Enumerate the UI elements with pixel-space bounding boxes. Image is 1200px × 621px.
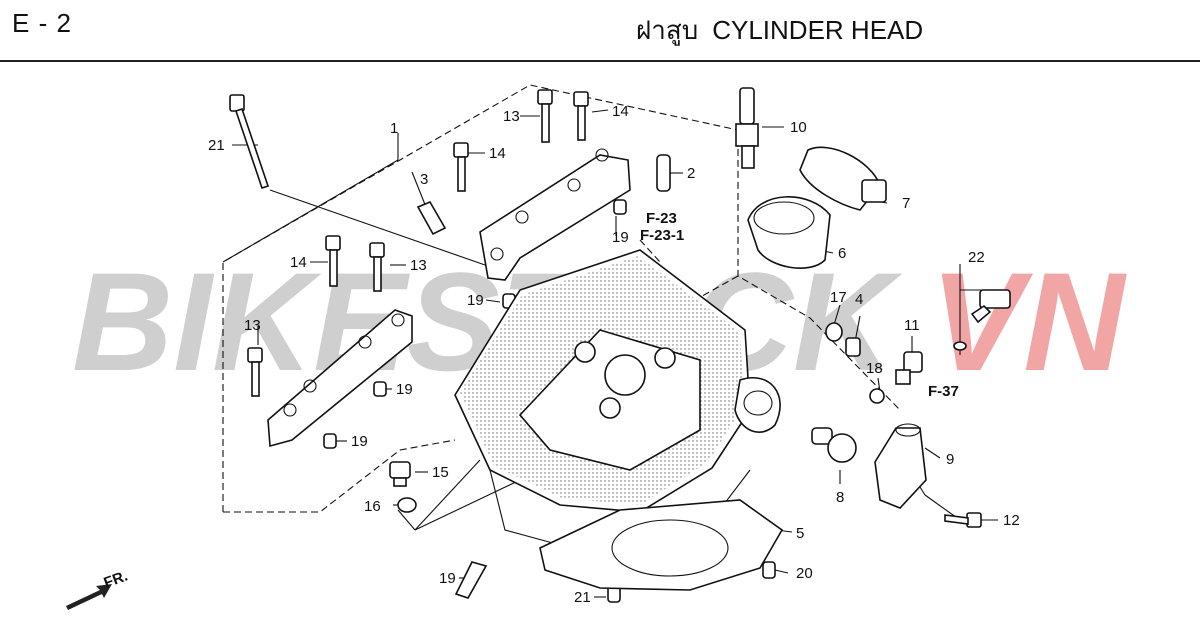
callout-13-c: 13 [244,317,261,334]
callout-14-b: 14 [489,145,506,162]
spark-plug [735,87,759,169]
sealing-plug-4 [845,337,861,357]
head-gasket [539,499,784,591]
insulator-band [799,146,887,211]
bolt-13-top [537,89,553,143]
watermark-right: VN [930,243,1127,400]
callout-8: 8 [836,489,844,506]
dowel-pin-19-a [613,199,627,215]
assembly-outline-lower [223,439,456,513]
callout-22: 21 [208,137,225,154]
washer-16 [397,497,417,513]
bolt-22 [229,94,270,190]
callout-6: 6 [838,245,846,262]
callout-23: 22 [968,249,985,266]
dowel-pin-21-b [762,561,776,579]
stud-20 [454,561,488,599]
front-direction-arrow-icon [66,584,112,610]
callout-13-b: 13 [410,257,427,274]
valve-guide-2 [656,154,671,192]
dowel-pin-19-c [373,381,387,397]
camshaft-holder-lower [267,309,413,448]
callout-13-a: 13 [503,108,520,125]
callout-4: 4 [855,291,863,308]
callout-20: 19 [439,570,456,587]
callout-18: 18 [866,360,883,377]
header-divider [0,60,1200,62]
callout-3: 3 [420,171,428,188]
ref-f37: F-37 [928,383,959,400]
callout-14-c: 14 [290,254,307,271]
ref-f23: F-23 [646,210,677,227]
callout-21-b: 21 [574,589,591,606]
callout-21-a: 20 [796,565,813,582]
callout-19-b: 19 [467,292,484,309]
water-outlet-9 [874,423,927,509]
callout-19-a: 19 [612,229,629,246]
title-english: CYLINDER HEAD [712,15,924,45]
camshaft-holder-upper [479,148,631,281]
callout-1: 1 [390,120,398,137]
sealing-washer-17 [825,322,843,342]
direction-marker: FR. [102,568,131,592]
bolt-13-left [369,242,385,292]
sensor-23-inset [953,289,1011,351]
callout-7: 7 [902,195,910,212]
cylinder-head [454,249,781,549]
bolt-14-left [325,235,341,287]
callout-17: 17 [830,289,847,306]
valve-guide-3 [416,200,447,236]
title-thai: ฝาสูบ [636,15,699,45]
callout-5: 5 [796,525,804,542]
callout-14-a: 14 [612,103,629,120]
sealing-washer-18 [869,388,885,404]
ref-f23-1: F-23-1 [640,227,684,244]
nut-15 [389,461,411,487]
callout-labels: 1 2 3 4 5 6 7 8 9 10 11 12 13 13 13 14 1… [208,103,1020,606]
callout-15: 15 [432,464,449,481]
thermostat-8 [811,427,857,463]
sensor-11 [895,351,923,385]
callout-9: 9 [946,451,954,468]
callout-19-d: 19 [351,433,368,450]
callout-10: 10 [790,119,807,136]
gasket-bore [611,519,729,577]
callout-19-c: 19 [396,381,413,398]
ref-dash [639,239,661,263]
callout-12: 12 [1003,512,1020,529]
page-title: ฝาสูบ CYLINDER HEAD [636,10,923,51]
bolt-14-top [573,91,589,141]
dowel-pin-19-d [323,433,337,449]
bolt-14-mid [453,142,469,192]
callout-16: 16 [364,498,381,515]
callout-11: 11 [904,317,920,334]
callout-2: 2 [687,165,695,182]
bolt-13-lower [247,347,263,397]
intake-pipe [747,196,831,269]
bolt-12 [944,512,982,528]
leader-lines [222,109,998,598]
page-code: E - 2 [12,8,72,38]
